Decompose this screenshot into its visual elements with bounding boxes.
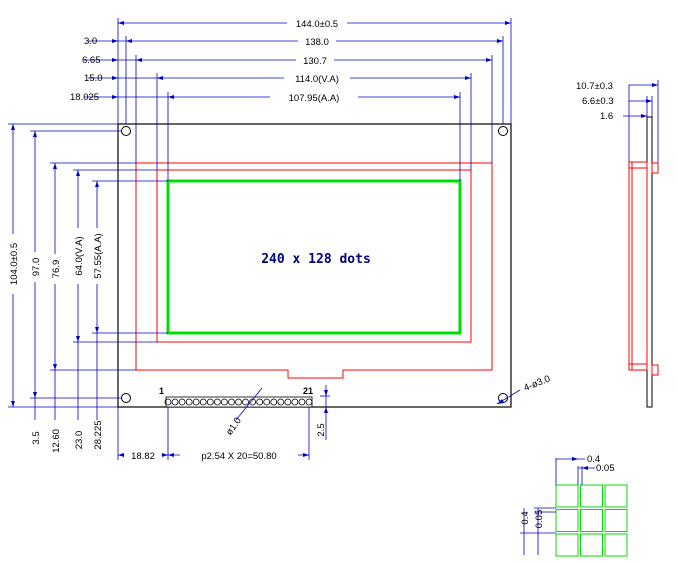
offset-6-65: 6.65: [82, 55, 101, 66]
center-label: 240 x 128 dots: [261, 252, 371, 267]
side-view: [628, 116, 659, 408]
connector-pin: [206, 398, 214, 406]
connector-pin: [192, 398, 200, 406]
connector-pin: [270, 398, 278, 406]
dot-cell: [555, 533, 579, 557]
connector-pin: [171, 398, 179, 406]
dot-cell: [580, 533, 603, 557]
hole-label: 4-ø3.0: [522, 373, 552, 393]
connector-pin: [305, 398, 313, 406]
mounting-hole-tr: [498, 126, 508, 136]
dot-detail-grid: [555, 484, 628, 557]
dim-pin-to-edge: 2.5: [316, 423, 327, 436]
pin-first-label: 1: [159, 386, 164, 396]
dot-cell: [555, 484, 579, 508]
connector-pin: [291, 398, 299, 406]
dim-viewing-area-width: 114.0(V.A): [295, 74, 339, 85]
dot-cell: [580, 484, 603, 508]
dim-viewing-area-height: 64.0(V.A): [74, 236, 85, 275]
dot-cell: [604, 484, 628, 508]
dot-pitch-label: 0.4: [587, 454, 600, 465]
dot-pitch-label-vertical: 0.4: [520, 511, 531, 524]
connector-pin: [220, 398, 228, 406]
connector-pin: [263, 398, 271, 406]
connector-pin: [277, 398, 285, 406]
connector-pin: [242, 398, 249, 406]
dim-height-overall: 104.0±0.5: [9, 243, 20, 285]
offset-18-025: 18.025: [70, 92, 99, 103]
connector-pins: [164, 396, 313, 408]
connector-pin: [213, 398, 221, 406]
pin-last-label: 21: [303, 386, 313, 396]
pin-diameter: ø1.0: [224, 416, 244, 438]
side-dim-module-thickness: 6.6±0.3: [582, 96, 614, 107]
connector-pin: [298, 398, 306, 406]
dot-gap-label-vertical: 0.05: [534, 510, 545, 529]
connector-pin: [185, 398, 193, 406]
bottom-dimensions: [117, 385, 330, 460]
side-dim-pcb-thickness: 1.6: [600, 111, 613, 122]
side-dimensions: [623, 80, 659, 163]
bezel-outline: [135, 162, 493, 379]
top-arrows: [112, 21, 511, 99]
bottom-label-backgrounds: [124, 449, 298, 461]
dot-dimensions: [520, 458, 595, 555]
dot-arrows: [572, 457, 588, 470]
connector-pin: [199, 398, 207, 406]
dim-bezel-height: 76.9: [51, 260, 62, 279]
pin-dia-leader: [235, 387, 263, 421]
offset-28-225: 28.225: [93, 420, 104, 449]
dot-cell: [604, 533, 628, 557]
dot-cell: [555, 509, 579, 532]
dim-hole-span: 138.0: [305, 37, 329, 48]
connector-pin: [235, 398, 242, 406]
dim-active-area-width: 107.95(A.A): [289, 93, 340, 104]
module-outline: [117, 123, 512, 408]
active-area: [166, 179, 462, 335]
mounting-hole-bl: [121, 393, 131, 403]
bottom-arrows: [118, 390, 328, 457]
dim-bezel-width: 130.7: [303, 56, 327, 67]
connector-pin: [284, 398, 292, 406]
dim-active-area-height: 57.55(A.A): [93, 233, 104, 278]
offset-23-0: 23.0: [74, 431, 85, 450]
connector-pin: [164, 398, 172, 406]
connector-pin: [256, 398, 264, 406]
hole-leader-arrow: [497, 399, 504, 404]
offset-3-5: 3.5: [31, 431, 42, 444]
left-arrows: [11, 124, 99, 407]
offset-15: 15.0: [84, 73, 103, 84]
left-label-backgrounds: [6, 228, 104, 294]
offset-3: 3.0: [84, 36, 97, 47]
dim-pin-pitch: p2.54 X 20=50.80: [201, 451, 276, 462]
side-dim-overall-thickness: 10.7±0.3: [576, 81, 613, 92]
dim-hole-height: 97.0: [31, 258, 42, 277]
mounting-hole-tl: [121, 126, 131, 136]
dot-cell: [580, 509, 603, 532]
side-arrows: [641, 83, 658, 118]
dim-width-overall: 144.0±0.5: [296, 19, 338, 30]
offset-12-60: 12.60: [51, 429, 62, 453]
dot-gap-label: 0.05: [596, 463, 615, 474]
dim-pin1-offset: 18.82: [131, 451, 155, 462]
connector-pin: [228, 398, 235, 406]
connector-pin: [178, 398, 186, 406]
dot-cell: [604, 509, 628, 532]
top-dimensions: [84, 18, 512, 181]
top-label-backgrounds: [270, 17, 358, 103]
